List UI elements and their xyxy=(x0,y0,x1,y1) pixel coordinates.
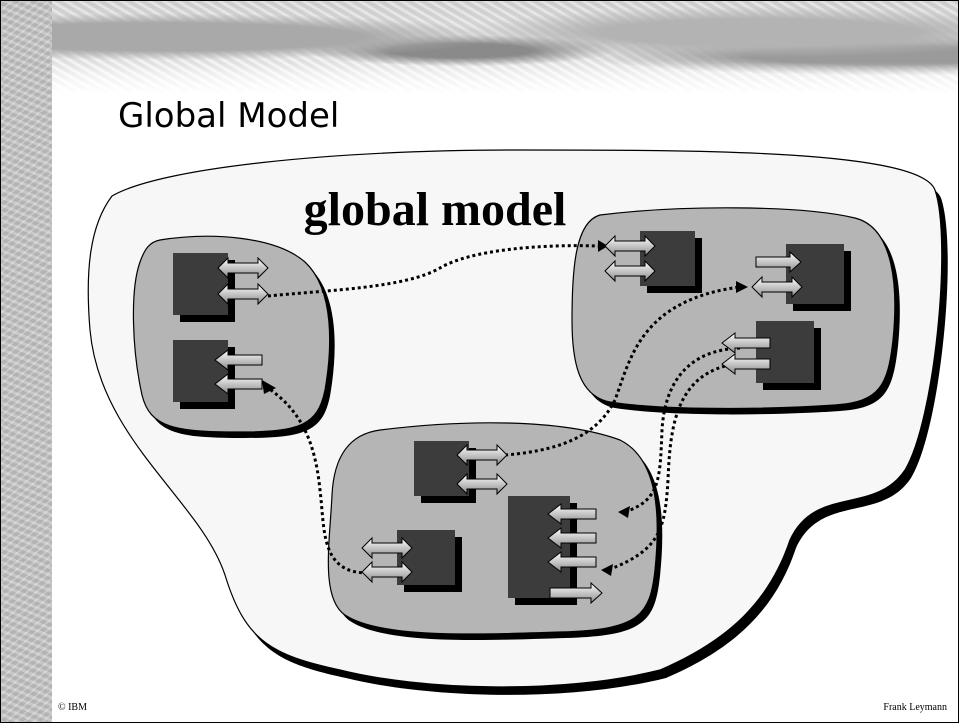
arrowhead-right-cluster xyxy=(598,240,608,252)
double-arrow-icon xyxy=(361,536,413,560)
connection-bottom-to-left xyxy=(267,386,369,575)
double-arrow-icon xyxy=(604,259,656,283)
left-arrow-icon xyxy=(214,348,263,372)
arrowhead-bottom-2 xyxy=(601,564,613,576)
left-arrow-icon xyxy=(721,331,771,355)
double-arrow-icon xyxy=(456,443,508,467)
double-arrow-icon xyxy=(217,282,269,306)
right-arrow-icon xyxy=(755,250,802,274)
connections xyxy=(267,244,741,575)
arrowhead-left-cluster xyxy=(262,380,276,394)
connection-arrowheads xyxy=(262,240,748,576)
right-arrow-icon xyxy=(549,581,603,605)
double-arrow-icon xyxy=(751,275,803,299)
footer-author: Frank Leymann xyxy=(883,702,947,713)
global-model-label: global model xyxy=(304,183,567,236)
connection-bottom-to-right-1 xyxy=(504,285,741,457)
left-arrow-icon xyxy=(214,372,263,396)
component-left-1 xyxy=(173,253,228,315)
left-arrow-icon xyxy=(547,502,597,526)
left-arrow-icon xyxy=(547,526,597,550)
left-texture-strip xyxy=(0,0,52,723)
left-arrow-icon xyxy=(721,352,771,376)
arrowhead-right-mid xyxy=(736,281,748,293)
double-arrow-icon xyxy=(456,472,508,496)
component-right-3 xyxy=(756,321,814,383)
left-arrow-icon xyxy=(547,550,597,574)
double-arrow-icon xyxy=(604,234,656,258)
component-left-2 xyxy=(173,340,228,402)
connection-right-to-bottom-1 xyxy=(624,346,741,514)
double-arrow-icon xyxy=(361,560,413,584)
arrowhead-bottom-1 xyxy=(618,506,630,518)
footer-copyright: © IBM xyxy=(58,702,87,713)
header-banner-fade xyxy=(52,62,959,96)
double-arrow-icon xyxy=(217,256,269,280)
slide-title: Global Model xyxy=(118,96,340,136)
connection-left-to-right xyxy=(267,244,599,298)
interface-arrows xyxy=(214,234,803,605)
